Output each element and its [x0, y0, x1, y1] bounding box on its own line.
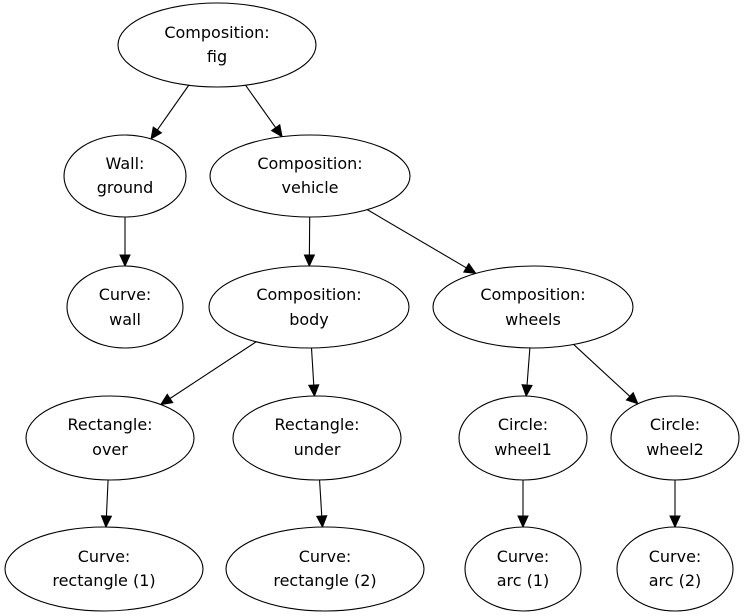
node-wheel2-name: wheel2	[646, 440, 704, 459]
node-vehicle-type: Composition:	[257, 154, 362, 173]
edge-line	[245, 84, 277, 128]
edge-body-to-under	[307, 347, 320, 398]
node-body-type: Composition:	[256, 285, 361, 304]
node-fig-type: Composition:	[164, 23, 269, 42]
node-wheels-name: wheels	[505, 310, 561, 329]
node-arc-1-name: arc (1)	[497, 571, 550, 590]
node-wheels-type: Composition:	[480, 285, 585, 304]
edge-vehicle-to-body	[303, 216, 316, 268]
arrowhead-icon	[119, 254, 131, 268]
edge-wheels-to-wheel2	[573, 344, 639, 405]
node-wheel2: Circle: wheel2	[610, 395, 740, 481]
node-under-type: Rectangle:	[274, 415, 359, 434]
arrowhead-icon	[150, 126, 163, 140]
edge-line	[319, 479, 323, 517]
edge-line	[310, 347, 315, 386]
node-vehicle-name: vehicle	[282, 178, 339, 197]
edge-line	[169, 341, 257, 399]
edge-wheel2-to-arc_2	[669, 480, 681, 529]
node-arc-2-name: arc (2)	[649, 571, 702, 590]
edges-layer	[100, 84, 681, 529]
node-wheel1-type: Circle:	[498, 415, 548, 434]
node-ground: Wall: ground	[63, 134, 187, 218]
node-fig-name: fig	[207, 47, 227, 66]
arrowhead-icon	[669, 515, 681, 529]
node-rectangle-2: Curve: rectangle (2)	[225, 526, 425, 612]
node-over-name: over	[92, 440, 128, 459]
node-arc-1-type: Curve:	[497, 547, 550, 566]
node-over-type: Rectangle:	[67, 415, 152, 434]
edge-fig-to-vehicle	[245, 84, 283, 138]
node-vehicle: Composition: vehicle	[209, 134, 411, 218]
edge-line	[105, 479, 109, 517]
node-wall-name: wall	[109, 310, 141, 329]
node-arc-1: Curve: arc (1)	[464, 526, 582, 612]
node-under-name: under	[294, 440, 341, 459]
edge-wheels-to-wheel1	[521, 347, 533, 398]
node-under: Rectangle: under	[232, 395, 402, 481]
node-ground-type: Wall:	[106, 154, 145, 173]
node-rectangle-2-type: Curve:	[299, 547, 352, 566]
node-over: Rectangle: over	[25, 395, 195, 481]
arrowhead-icon	[625, 391, 639, 405]
arrowhead-icon	[159, 393, 174, 406]
node-wall-type: Curve:	[99, 285, 152, 304]
node-wheel2-type: Circle:	[650, 415, 700, 434]
edge-line	[366, 209, 467, 269]
arrowhead-icon	[462, 262, 477, 274]
node-ground-name: ground	[97, 178, 154, 197]
node-body-name: body	[289, 310, 329, 329]
edge-body-to-over	[159, 341, 257, 406]
edge-wheel1-to-arc_1	[517, 480, 529, 529]
edge-over-to-rectangle_1	[100, 479, 113, 529]
edge-line	[156, 84, 190, 131]
node-wall: Curve: wall	[66, 265, 184, 349]
edge-under-to-rectangle_2	[315, 479, 328, 529]
arrowhead-icon	[303, 254, 316, 268]
node-rectangle-1: Curve: rectangle (1)	[4, 526, 204, 612]
node-wheels: Composition: wheels	[432, 265, 634, 349]
edge-ground-to-wall	[119, 217, 131, 268]
arrowhead-icon	[517, 515, 529, 529]
node-body: Composition: body	[208, 265, 410, 349]
node-rectangle-2-name: rectangle (2)	[273, 571, 376, 590]
node-arc-2: Curve: arc (2)	[616, 526, 734, 612]
node-wheel1-name: wheel1	[494, 440, 552, 459]
arrowhead-icon	[100, 515, 113, 529]
node-arc-2-type: Curve:	[649, 547, 702, 566]
arrowhead-icon	[315, 515, 328, 529]
node-rectangle-1-name: rectangle (1)	[52, 571, 155, 590]
node-rectangle-1-type: Curve:	[78, 547, 131, 566]
arrowhead-icon	[270, 123, 283, 138]
arrowhead-icon	[307, 384, 320, 398]
arrowhead-icon	[521, 384, 533, 398]
node-fig: Composition: fig	[117, 2, 317, 88]
edge-line	[573, 344, 631, 397]
edge-fig-to-ground	[150, 84, 190, 140]
node-wheel1: Circle: wheel1	[458, 395, 588, 481]
edge-vehicle-to-wheels	[366, 209, 477, 274]
edge-line	[526, 347, 531, 386]
